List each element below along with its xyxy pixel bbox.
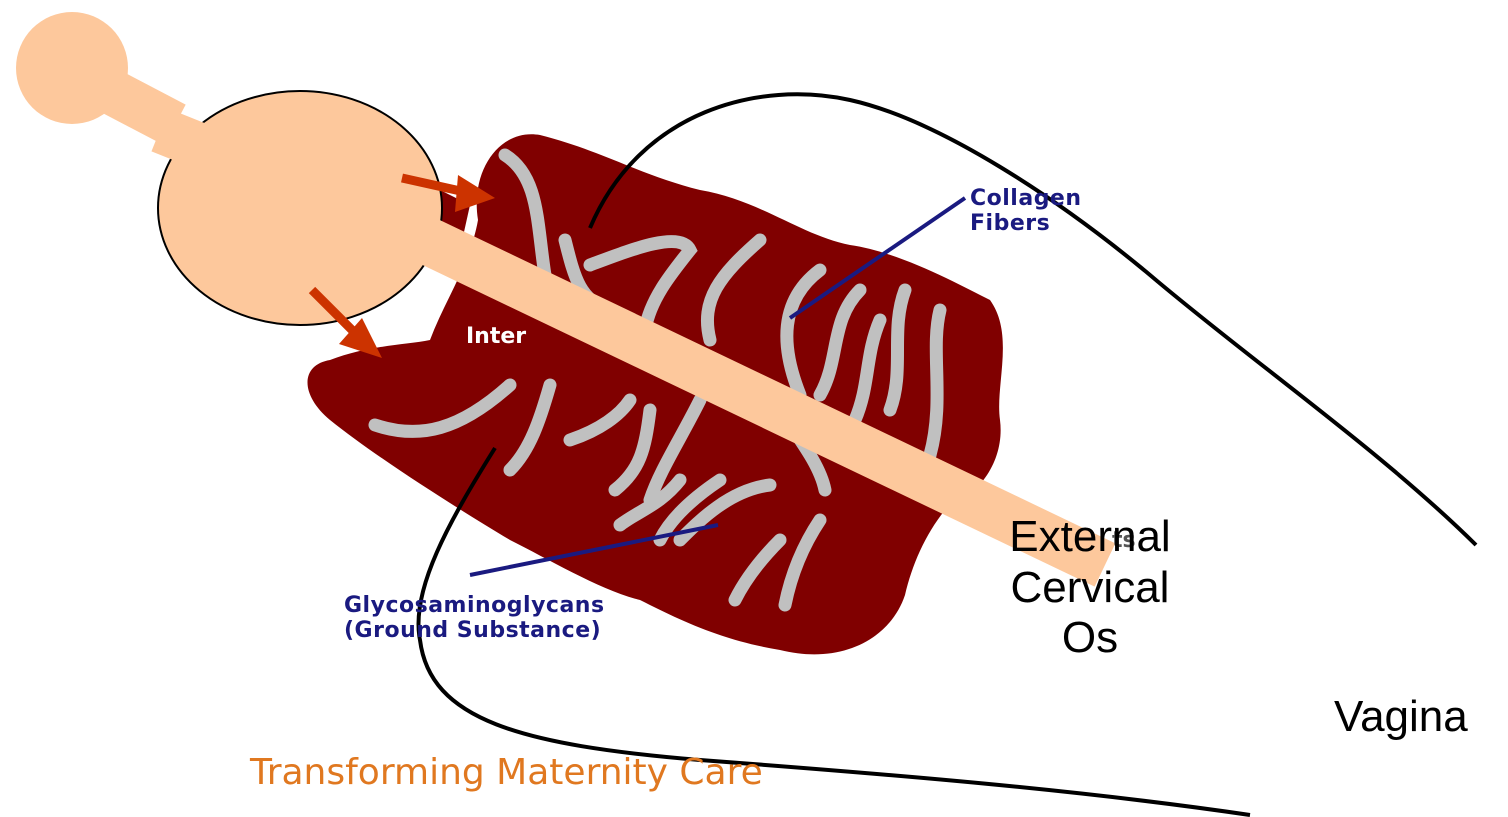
glycosaminoglycans-label: Glycosaminoglycans (Ground Substance) (344, 593, 605, 644)
collagen-fibers-label: Collagen Fibers (970, 186, 1082, 237)
vagina-label: Vagina (1334, 692, 1468, 743)
footer-title: Transforming Maternity Care (250, 752, 763, 793)
external-cervical-os-label: External Cervical Os (985, 512, 1195, 664)
probe-knob (16, 12, 128, 124)
interstitial-label: Inter (466, 324, 526, 349)
collagen-fiber (930, 310, 940, 455)
